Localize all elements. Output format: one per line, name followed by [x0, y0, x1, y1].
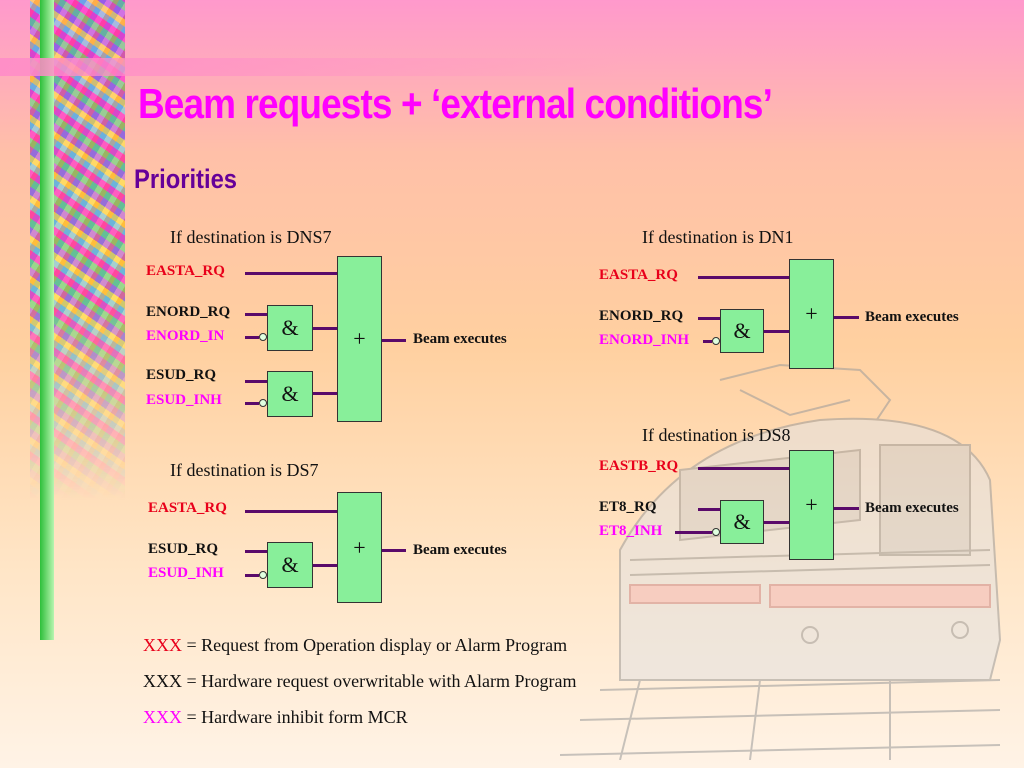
and-gate: & — [720, 500, 764, 544]
legend-text: = Hardware request overwritable with Ala… — [182, 671, 577, 691]
signal-label: ENORD_IN — [146, 328, 225, 344]
wire — [698, 317, 720, 320]
page-subtitle: Priorities — [134, 164, 238, 194]
decorative-green-bar — [40, 0, 54, 640]
inverter-bubble — [259, 571, 267, 579]
signal-label: ENORD_INH — [599, 332, 690, 348]
diagram-heading: If destination is DS8 — [642, 425, 791, 445]
wire — [313, 392, 337, 395]
signal-label: ET8_INH — [599, 523, 663, 539]
wire — [245, 574, 259, 577]
wire — [245, 336, 259, 339]
wire — [834, 316, 859, 319]
and-gate: & — [267, 371, 313, 417]
signal-label: ESUD_RQ — [146, 367, 217, 383]
diagram-heading: If destination is DN1 — [642, 227, 794, 247]
signal-label: EASTA_RQ — [599, 267, 678, 283]
or-gate: + — [789, 259, 834, 369]
and-gate: & — [267, 542, 313, 588]
or-gate: + — [789, 450, 834, 560]
wire — [698, 508, 720, 511]
legend-item-hardware: XXX = Hardware request overwritable with… — [143, 671, 577, 692]
and-gate: & — [267, 305, 313, 351]
inverter-bubble — [712, 337, 720, 345]
and-gate: & — [720, 309, 764, 353]
inverter-bubble — [259, 399, 267, 407]
wire — [834, 507, 859, 510]
wire — [245, 380, 267, 383]
legend-item-request: XXX = Request from Operation display or … — [143, 635, 567, 656]
output-label: Beam executes — [413, 542, 507, 558]
or-gate: + — [337, 256, 382, 422]
wire — [698, 467, 789, 470]
inverter-bubble — [712, 528, 720, 536]
wire — [382, 549, 406, 552]
legend-code: XXX — [143, 671, 182, 691]
signal-label: ET8_RQ — [599, 499, 657, 515]
or-gate: + — [337, 492, 382, 603]
decorative-pink-line — [0, 58, 620, 76]
wire — [245, 550, 267, 553]
output-label: Beam executes — [865, 500, 959, 516]
inverter-bubble — [259, 333, 267, 341]
legend-code: XXX — [143, 707, 182, 727]
diagram-heading: If destination is DS7 — [170, 460, 319, 480]
wire — [313, 327, 337, 330]
wire — [245, 510, 337, 513]
wire — [764, 330, 789, 333]
signal-label: EASTB_RQ — [599, 458, 679, 474]
signal-label: ENORD_RQ — [599, 308, 684, 324]
diagram-heading: If destination is DNS7 — [170, 227, 332, 247]
wire — [675, 531, 712, 534]
signal-label: EASTA_RQ — [146, 263, 225, 279]
output-label: Beam executes — [865, 309, 959, 325]
signal-label: ESUD_RQ — [148, 541, 219, 557]
legend-code: XXX — [143, 635, 182, 655]
signal-label: EASTA_RQ — [148, 500, 227, 516]
output-label: Beam executes — [413, 331, 507, 347]
page-title: Beam requests + ‘external conditions’ — [138, 80, 773, 127]
legend-text: = Request from Operation display or Alar… — [182, 635, 568, 655]
wire — [382, 339, 406, 342]
legend-text: = Hardware inhibit form MCR — [182, 707, 408, 727]
wire — [245, 402, 259, 405]
signal-label: ESUD_INH — [148, 565, 224, 581]
wire — [313, 564, 337, 567]
wire — [764, 521, 789, 524]
signal-label: ESUD_INH — [146, 392, 222, 408]
wire — [245, 272, 337, 275]
signal-label: ENORD_RQ — [146, 304, 231, 320]
wire — [703, 340, 712, 343]
legend-item-inhibit: XXX = Hardware inhibit form MCR — [143, 707, 408, 728]
wire — [245, 313, 267, 316]
wire — [698, 276, 789, 279]
train-illustration — [560, 363, 1002, 760]
